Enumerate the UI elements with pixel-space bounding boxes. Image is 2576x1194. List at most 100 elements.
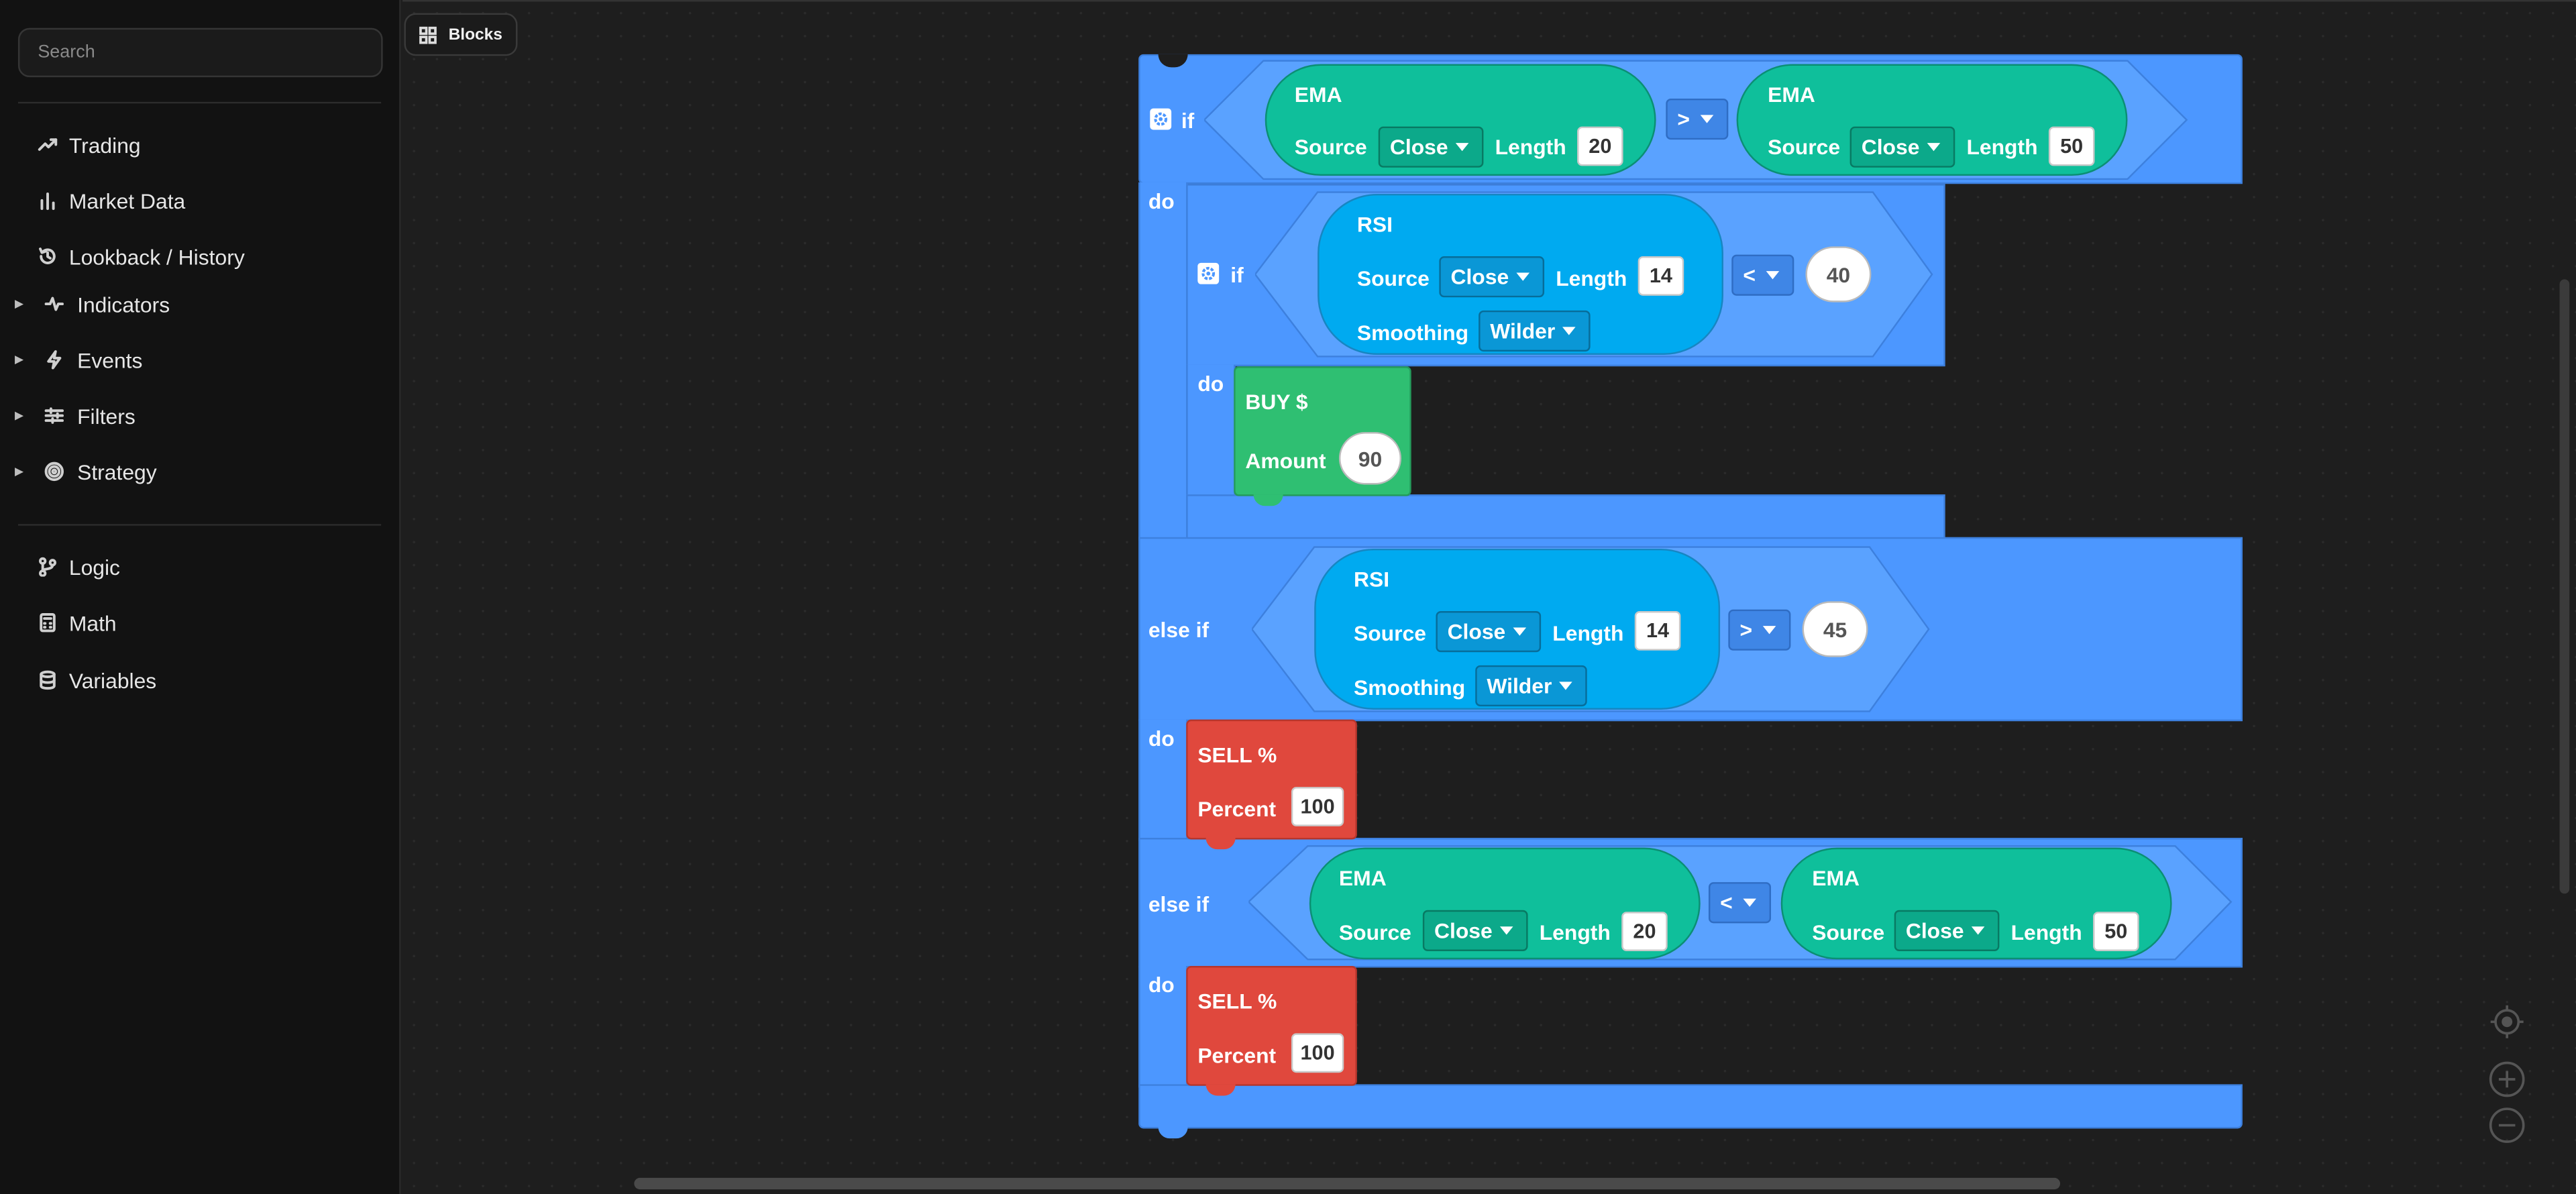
block-tab (1205, 837, 1236, 850)
amount-field[interactable]: 90 (1338, 432, 1401, 485)
length-field[interactable]: 50 (2048, 126, 2095, 166)
source-label: Source (1768, 134, 1841, 160)
percent-field[interactable]: 100 (1291, 787, 1344, 826)
gear-icon[interactable] (1197, 262, 1220, 284)
length-field[interactable]: 20 (1621, 912, 1668, 951)
smoothing-value: Wilder (1490, 319, 1556, 343)
chevron-down-icon (1516, 272, 1530, 281)
grid-icon (419, 25, 437, 44)
number-field[interactable]: 40 (1805, 246, 1872, 303)
sidebar-item-math[interactable]: Math (0, 598, 401, 647)
sidebar-item-indicators[interactable]: ▶ Indicators (0, 279, 401, 328)
search-input[interactable] (17, 28, 383, 78)
source-label: Source (1338, 920, 1411, 945)
ema-block[interactable]: EMA Source Close Length 20 (1265, 64, 1656, 176)
rsi-block[interactable]: RSI Source Close Length 14 Smoothing Wil… (1318, 193, 1724, 355)
sidebar-item-market-data[interactable]: Market Data (0, 176, 401, 225)
do-keyword: do (1197, 371, 1224, 396)
sidebar-item-label: Logic (68, 554, 120, 580)
database-icon (40, 670, 56, 690)
length-field[interactable]: 50 (2093, 912, 2139, 951)
source-label: Source (1356, 266, 1430, 291)
ema-title: EMA (1294, 82, 1342, 107)
expand-caret-icon[interactable]: ▶ (15, 411, 24, 423)
length-label: Length (1495, 134, 1566, 160)
ema-title: EMA (1768, 82, 1815, 107)
source-dropdown[interactable]: Close (1894, 910, 2000, 951)
operator-value: < (1743, 262, 1756, 288)
sidebar-item-label: Variables (68, 667, 157, 693)
sidebar-item-label: Lookback / History (68, 243, 245, 269)
sidebar-item-lookback-history[interactable]: Lookback / History (0, 231, 401, 280)
lightning-icon (47, 350, 62, 370)
sidebar-item-variables[interactable]: Variables (0, 655, 401, 704)
sidebar-item-events[interactable]: ▶ Events (0, 335, 401, 384)
buy-block[interactable]: BUY $ Amount 90 (1234, 366, 1411, 496)
zoom-in-icon[interactable] (2487, 1060, 2527, 1099)
length-label: Length (1556, 266, 1627, 291)
sidebar-item-logic[interactable]: Logic (0, 542, 401, 591)
expand-caret-icon[interactable]: ▶ (15, 466, 24, 478)
length-label: Length (1539, 920, 1611, 945)
sidebar-item-filters[interactable]: ▶ Filters (0, 391, 401, 440)
inner-if-footer (1186, 494, 1945, 539)
source-dropdown[interactable]: Close (1378, 126, 1484, 168)
length-field[interactable]: 14 (1638, 256, 1684, 296)
sell-block[interactable]: SELL % Percent 100 (1186, 719, 1357, 840)
operator-dropdown[interactable]: > (1666, 98, 1729, 140)
if-block-footer (1138, 1084, 2243, 1129)
rsi-title: RSI (1353, 566, 1390, 592)
chevron-down-icon (1762, 626, 1776, 635)
sidebar-item-strategy[interactable]: ▶ Strategy (0, 447, 401, 496)
if-keyword: if (1230, 262, 1244, 288)
history-icon (39, 248, 56, 264)
source-dropdown[interactable]: Close (1436, 611, 1542, 653)
source-dropdown[interactable]: Close (1849, 126, 1955, 168)
length-field[interactable]: 20 (1577, 126, 1623, 166)
source-dropdown[interactable]: Close (1439, 256, 1545, 298)
buy-title: BUY $ (1245, 389, 1308, 415)
length-field[interactable]: 14 (1634, 611, 1681, 651)
number-field[interactable]: 45 (1802, 601, 1868, 657)
block-notch (1158, 54, 1188, 68)
source-label: Source (1353, 620, 1426, 646)
horizontal-scrollbar[interactable] (634, 1177, 2061, 1190)
chevron-down-icon (1743, 898, 1756, 907)
sidebar-item-label: Filters (77, 403, 136, 428)
ema-block[interactable]: EMA Source Close Length 50 (1736, 64, 2128, 176)
operator-dropdown[interactable]: > (1728, 609, 1791, 651)
smoothing-dropdown[interactable]: Wilder (1479, 310, 1591, 352)
chevron-down-icon (1499, 926, 1513, 935)
sell-block[interactable]: SELL % Percent 100 (1186, 966, 1357, 1086)
sidebar: Trading Market Data Lookback / History ▶… (0, 0, 401, 1194)
sell-title: SELL % (1197, 989, 1277, 1014)
length-label: Length (1966, 134, 2038, 160)
sidebar-item-trading[interactable]: Trading (0, 120, 401, 169)
operator-dropdown[interactable]: < (1731, 254, 1794, 296)
block-tab (1158, 1127, 1188, 1139)
bar-chart-icon (40, 193, 55, 210)
source-value: Close (1905, 918, 1964, 943)
ema-block[interactable]: EMA Source Close Length 50 (1780, 847, 2172, 960)
rsi-block[interactable]: RSI Source Close Length 14 Smoothing Wil… (1314, 548, 1721, 710)
source-dropdown[interactable]: Close (1422, 910, 1528, 951)
do-keyword: do (1148, 726, 1175, 751)
expand-caret-icon[interactable]: ▶ (15, 354, 24, 367)
sidebar-item-label: Indicators (77, 291, 170, 317)
if-spine-3 (1138, 966, 1188, 1088)
ema-block[interactable]: EMA Source Close Length 20 (1309, 847, 1701, 960)
blocks-button[interactable]: Blocks (404, 13, 518, 56)
percent-field[interactable]: 100 (1291, 1033, 1344, 1073)
gear-icon[interactable] (1150, 108, 1172, 130)
vertical-scrollbar[interactable] (2559, 279, 2570, 894)
sidebar-divider (17, 101, 382, 104)
chevron-down-icon (1562, 327, 1576, 335)
zoom-out-icon[interactable] (2487, 1105, 2527, 1145)
sidebar-item-label: Market Data (68, 188, 186, 213)
blocks-button-label: Blocks (448, 25, 502, 44)
smoothing-dropdown[interactable]: Wilder (1475, 665, 1587, 707)
chevron-down-icon (1700, 115, 1714, 123)
operator-dropdown[interactable]: < (1708, 882, 1772, 924)
expand-caret-icon[interactable]: ▶ (15, 298, 24, 311)
recenter-icon[interactable] (2487, 1002, 2527, 1042)
